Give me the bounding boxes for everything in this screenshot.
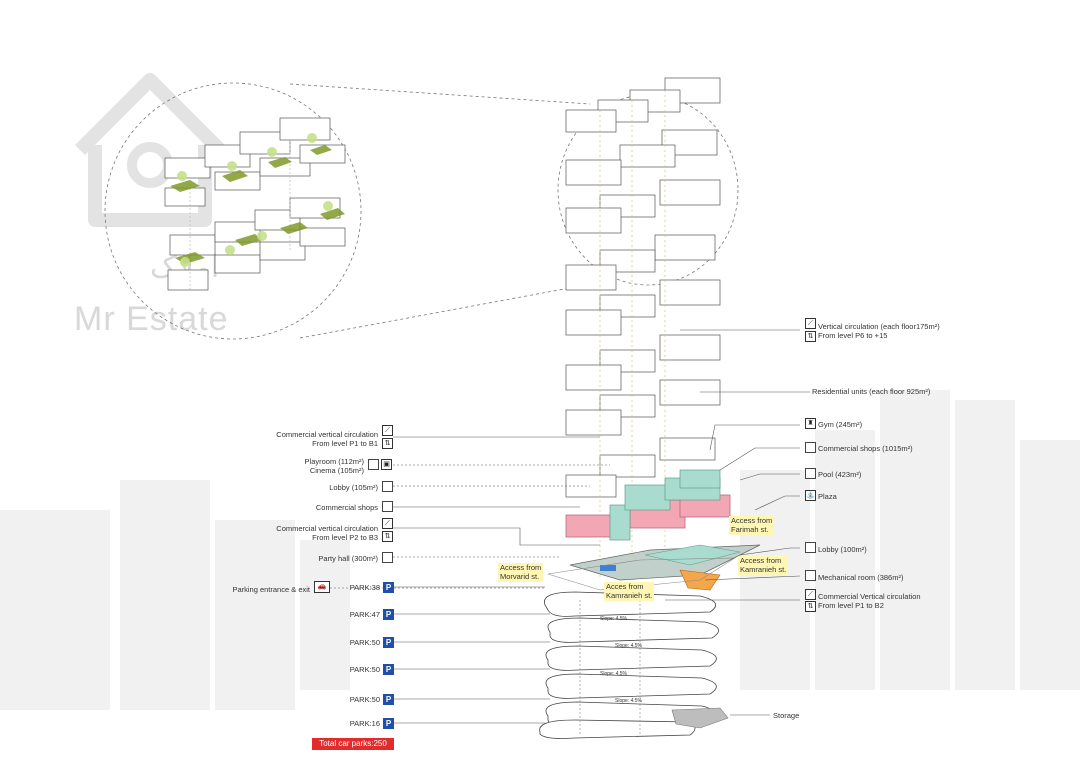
playroom-marker: [368, 459, 379, 470]
detail-zoom-circle: [104, 82, 362, 340]
escalator-icon: ⟋: [805, 589, 816, 600]
access-kamranieh-center: Acces from Kamranieh st.: [604, 582, 655, 601]
elevator-icon: ⇅: [805, 601, 816, 612]
label-sub: From level P1 to B1: [312, 439, 378, 448]
parking-icon: P: [383, 609, 394, 620]
access-line2: Morvarid st.: [500, 571, 540, 581]
detail-modules: [164, 117, 346, 291]
parking-ramps: [539, 591, 719, 739]
label-residential-units: Residential units (each floor 925m²): [812, 387, 931, 396]
access-morvarid: Access from Morvarid st.: [498, 563, 544, 582]
label-text: Commercial vertical circulation: [276, 430, 378, 439]
label-vertical-circulation: Vertical circulation (each floor175m²) F…: [818, 322, 940, 340]
access-line2: Farimah st.: [731, 524, 769, 534]
label-mechanical-room: Mechanical room (386m²): [818, 573, 904, 582]
parking-icon: P: [383, 694, 394, 705]
storage-block: [671, 707, 729, 729]
label-commercial-shops-right: Commercial shops (1015m²): [818, 444, 913, 453]
park-label: PARK:16: [349, 719, 380, 728]
gym-icon: ♜: [805, 418, 816, 429]
label-text: Commercial vertical circulation: [276, 524, 378, 533]
label-text: Playroom (112m²): [304, 457, 364, 466]
label-commercial-shops-left: Commercial shops: [315, 503, 378, 512]
label-storage: Storage: [773, 711, 800, 720]
escalator-icon: ⟋: [382, 518, 393, 529]
watermark-brand: Mr Estate: [74, 300, 229, 338]
label-sub: From level P6 to +15: [818, 331, 888, 340]
plaza-icon: ⛲: [805, 490, 816, 501]
parking-icon: P: [383, 718, 394, 729]
parking-icon: P: [383, 637, 394, 648]
access-line1: Access from: [500, 563, 542, 572]
podium-teal: [609, 469, 721, 541]
car-icon: 🚗: [314, 581, 330, 593]
tower-zoom-ellipse: [557, 94, 739, 286]
label-party-hall: Party hall (300m²): [318, 554, 378, 563]
label-text: Commercial Vertical circulation: [818, 592, 921, 601]
pool-marker: [805, 468, 816, 479]
label-commercial-vc-3: Commercial Vertical circulation From lev…: [818, 592, 921, 610]
slope-label-2: Slope: 4.5%: [615, 643, 642, 649]
mechanical-marker: [805, 570, 816, 581]
label-plaza: Plaza: [818, 492, 837, 501]
access-kamranieh-right: Access from Kamranieh st.: [738, 556, 789, 575]
parking-icon: P: [383, 582, 394, 593]
escalator-icon: ⟋: [382, 425, 393, 436]
escalator-icon: ⟋: [805, 318, 816, 329]
lobby-right-marker: [805, 542, 816, 553]
park-label: PARK:50: [349, 638, 380, 647]
park-label: PARK:38: [349, 583, 380, 592]
label-gym: Gym (245m²): [818, 420, 863, 429]
cinema-icon: ▣: [381, 459, 392, 470]
total-car-parks: Total car parks:250: [312, 738, 394, 750]
access-farimah: Access from Farimah st.: [729, 516, 775, 535]
label-sub: Cinema (105m²): [309, 466, 364, 475]
label-lobby-left: Lobby (105m²): [329, 483, 378, 492]
slope-label-4: Slope: 4.5%: [615, 698, 642, 704]
shops-marker: [382, 501, 393, 512]
park-label: PARK:47: [349, 610, 380, 619]
access-line1: Access from: [740, 556, 782, 565]
label-commercial-vc-2: Commercial vertical circulation From lev…: [276, 524, 378, 542]
label-commercial-vc-1: Commercial vertical circulation From lev…: [276, 430, 378, 448]
park-label: PARK:50: [349, 695, 380, 704]
shops-right-marker: [805, 442, 816, 453]
slope-label-3: Slope: 4.5%: [600, 671, 627, 677]
label-pool: Pool (423m²): [818, 470, 862, 479]
tower-modules: [565, 77, 721, 498]
slope-label-1: Slope: 4.5%: [600, 616, 627, 622]
label-sub: From level P2 to B3: [312, 533, 378, 542]
label-lobby-right: Lobby (100m²): [818, 545, 867, 554]
lobby-marker: [382, 481, 393, 492]
party-marker: [382, 552, 393, 563]
label-text: Vertical circulation (each floor175m²): [818, 322, 940, 331]
parking-icon: P: [383, 664, 394, 675]
elevator-icon: ⇅: [805, 331, 816, 342]
elevator-icon: ⇅: [382, 531, 393, 542]
elevator-icon: ⇅: [382, 438, 393, 449]
detail-greenery: [170, 145, 345, 264]
park-label: PARK:50: [349, 665, 380, 674]
label-sub: From level P1 to B2: [818, 601, 884, 610]
label-playroom: Playroom (112m²) Cinema (105m²): [305, 457, 364, 475]
access-line1: Acces from: [606, 582, 644, 591]
label-parking-entrance: Parking entrance & exit: [232, 585, 310, 594]
access-line2: Kamranieh st.: [606, 590, 653, 600]
access-line1: Access from: [731, 516, 773, 525]
access-line2: Kamranieh st.: [740, 564, 787, 574]
